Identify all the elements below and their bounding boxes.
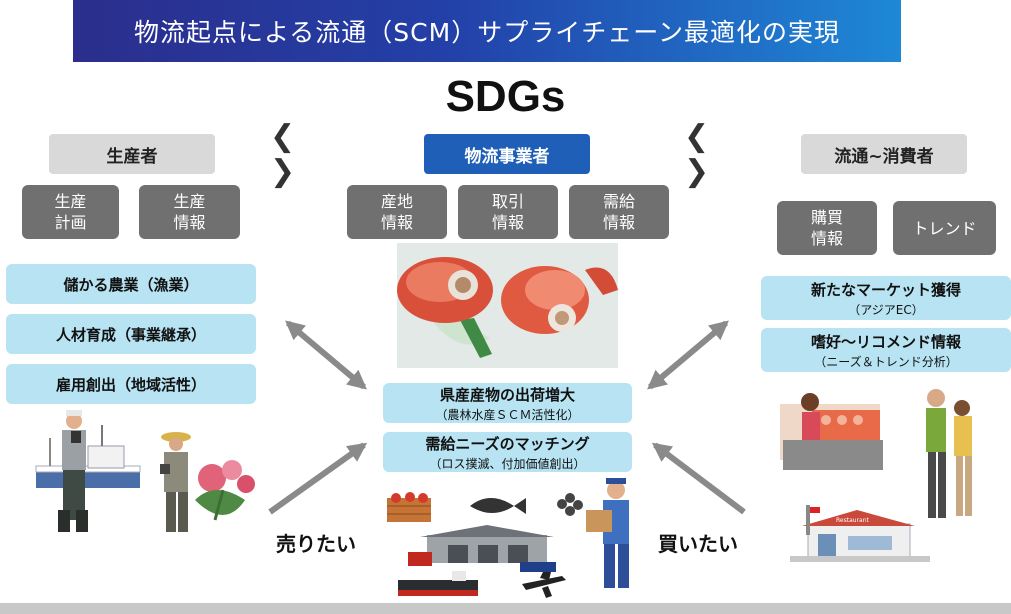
page-title: 物流起点による流通（SCM）サプライチェーン最適化の実現: [134, 18, 840, 47]
info-box-trend: トレンド: [893, 201, 996, 255]
info-box-origin-info: 産地 情報: [347, 185, 447, 239]
info-box-production-info: 生産 情報: [139, 185, 240, 239]
benefit-recommendation: 嗜好～リコメンド情報 （ニーズ＆トレンド分析）: [761, 328, 1011, 372]
buy-label: 買いたい: [652, 522, 744, 562]
bottom-rule: [0, 603, 1011, 614]
benefit-job-creation: 雇用創出（地域活性）: [6, 364, 256, 404]
arrow-buy: [651, 442, 746, 515]
sdgs-heading: SDGs: [445, 72, 566, 121]
role-producer: 生産者: [49, 134, 215, 174]
role-consumer: 流通~消費者: [801, 134, 967, 174]
benefit-talent-development: 人材育成（事業継承）: [6, 314, 256, 354]
fish-photo: [397, 243, 618, 368]
title-banner: 物流起点による流通（SCM）サプライチェーン最適化の実現: [73, 0, 901, 62]
role-logistics: 物流事業者: [424, 134, 590, 174]
benefit-profitable-farming: 儲かる農業（漁業）: [6, 264, 256, 304]
arrow-consumer-center: [647, 320, 729, 390]
consumer-illustration: Restaurant: [780, 389, 972, 562]
producer-illustration: [35, 410, 255, 532]
store-sign-text: Restaurant: [836, 517, 869, 524]
benefit-new-market: 新たなマーケット獲得 （アジアEC）: [761, 276, 1011, 320]
logistics-illustration: [387, 478, 629, 598]
goal-shipment-increase: 県産産物の出荷増大 （農林水産ＳＣＭ活性化）: [383, 383, 632, 423]
flow-arrows: [268, 320, 746, 515]
info-box-supply-demand-info: 需給 情報: [569, 185, 669, 239]
sell-label: 売りたい: [270, 522, 362, 562]
info-box-production-plan: 生産 計画: [22, 185, 119, 239]
arrow-producer-center: [285, 320, 367, 390]
goal-needs-matching: 需給ニーズのマッチング （ロス撲滅、付加価値創出）: [383, 432, 632, 472]
info-box-trade-info: 取引 情報: [458, 185, 558, 239]
info-box-purchase-info: 購買 情報: [777, 201, 877, 255]
arrow-sell: [268, 442, 368, 515]
